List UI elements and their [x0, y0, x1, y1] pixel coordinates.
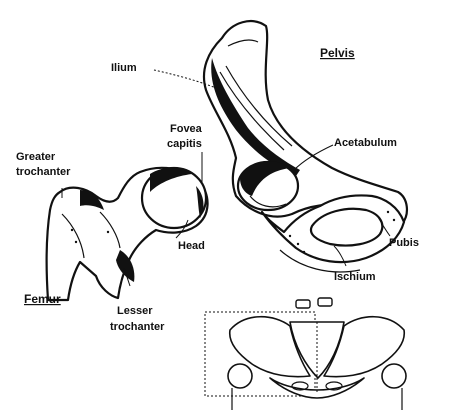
label-fovea: Fovea: [170, 123, 203, 135]
pelvis-inset: [205, 298, 406, 410]
label-acetabulum: Acetabulum: [334, 137, 397, 149]
label-lesser-trochanter: trochanter: [110, 321, 165, 333]
label-greater-trochanter: trochanter: [16, 166, 71, 178]
label-pelvis: Pelvis: [320, 46, 355, 60]
label-greater: Greater: [16, 151, 56, 163]
label-head: Head: [178, 240, 205, 252]
acetabulum-socket: [238, 161, 298, 210]
label-pubis: Pubis: [389, 237, 419, 249]
label-ilium: Ilium: [111, 62, 137, 74]
label-femur: Femur: [24, 292, 61, 306]
label-ischium: Ischium: [334, 271, 376, 283]
label-lesser: Lesser: [117, 305, 153, 317]
label-capitis: capitis: [167, 138, 202, 150]
femur-bone: [47, 168, 208, 300]
